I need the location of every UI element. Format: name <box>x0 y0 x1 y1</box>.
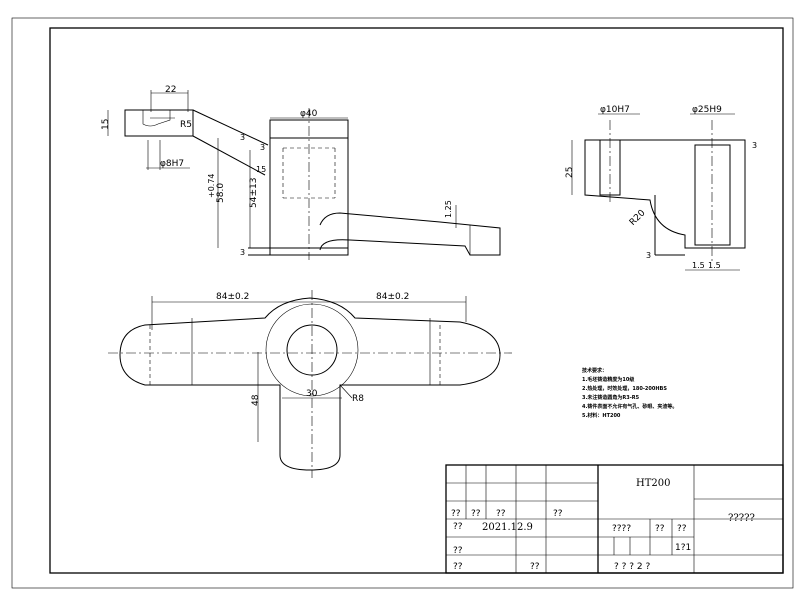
dim-s3: 3 <box>752 141 757 150</box>
dim-8h7: φ8H7 <box>160 159 184 169</box>
tb-q8: ?? <box>530 562 540 572</box>
dim-15: 15 <box>101 119 111 130</box>
dim-54: 54±13 <box>249 178 259 208</box>
notes-line-2: 2.热处理，时效处理，180-200HBS <box>582 385 667 392</box>
dim-22: 22 <box>165 85 176 95</box>
tb-q1: ?? <box>451 509 461 519</box>
tb-q4: ?? <box>553 509 563 519</box>
tb-q2: ?? <box>471 509 481 519</box>
dim-25: 25 <box>565 167 575 178</box>
notes-line-3: 3.未注铸造圆角为R3-R5 <box>582 394 640 401</box>
tb-material: HT200 <box>636 478 670 489</box>
notes-line-4: 4.铸件表面不允许有气孔、砂眼、夹渣等。 <box>582 403 677 410</box>
tb-date: 2021.12.9 <box>482 522 533 533</box>
dim-tol: +0.74 <box>207 173 216 198</box>
dim-3a: 3 <box>240 133 245 142</box>
dim-r20: R20 <box>628 208 648 228</box>
tb-q6: ?? <box>453 546 463 556</box>
dim-r8: R8 <box>352 394 364 404</box>
dim-s3b: 3 <box>646 251 651 260</box>
dim-r5: R5 <box>180 120 192 130</box>
tb-sheet: ? ? ? 2 ? <box>614 562 651 572</box>
dim-40: φ40 <box>300 109 318 119</box>
dim-84-right: 84±0.2 <box>376 292 409 302</box>
dim-25h9: φ25H9 <box>692 105 722 115</box>
notes-title: 技术要求： <box>582 367 607 374</box>
front-view: 22 15 R5 φ8H7 58.0 +0.74 54±13 3 3 15 3 … <box>101 85 501 260</box>
dim-58: 58.0 <box>216 183 226 203</box>
tb-q10: ?? <box>655 524 665 534</box>
technical-notes: 技术要求： 1.毛坯铸造精度为10级 2.热处理，时效处理，180-200HBS… <box>582 367 677 419</box>
tb-scale: 1?1 <box>675 543 691 553</box>
dim-3c: 3 <box>240 248 245 257</box>
outer-border <box>11 17 794 589</box>
dim-30: 30 <box>306 389 318 399</box>
dim-3b: 3 <box>260 143 265 152</box>
dim-10h7: φ10H7 <box>600 105 630 115</box>
tb-q3: ?? <box>496 509 506 519</box>
section-view: φ10H7 φ25H9 25 R20 3 3 1.5 1.5 <box>565 105 757 271</box>
inner-frame <box>49 27 784 574</box>
tb-q9: ???? <box>612 524 631 534</box>
dim-s15a: 1.5 <box>692 261 705 270</box>
tb-q11: ?? <box>677 524 687 534</box>
dim-48: 48 <box>251 394 261 406</box>
dim-125: 1.25 <box>444 200 453 218</box>
title-block: HT200 ????? 2021.12.9 ?? ?? ?? ?? ?? ?? … <box>445 464 784 574</box>
top-view: 84±0.2 84±0.2 30 48 R8 <box>108 290 512 478</box>
dim-s15b: 1.5 <box>708 261 721 270</box>
tb-q5: ?? <box>453 522 463 532</box>
notes-line-1: 1.毛坯铸造精度为10级 <box>582 376 634 383</box>
dim-84-left: 84±0.2 <box>216 292 249 302</box>
tb-part-name: ????? <box>728 513 755 524</box>
notes-line-5: 5.材料：HT200 <box>582 412 621 419</box>
tb-q7: ?? <box>453 562 463 572</box>
dim-15b: 15 <box>256 165 266 174</box>
